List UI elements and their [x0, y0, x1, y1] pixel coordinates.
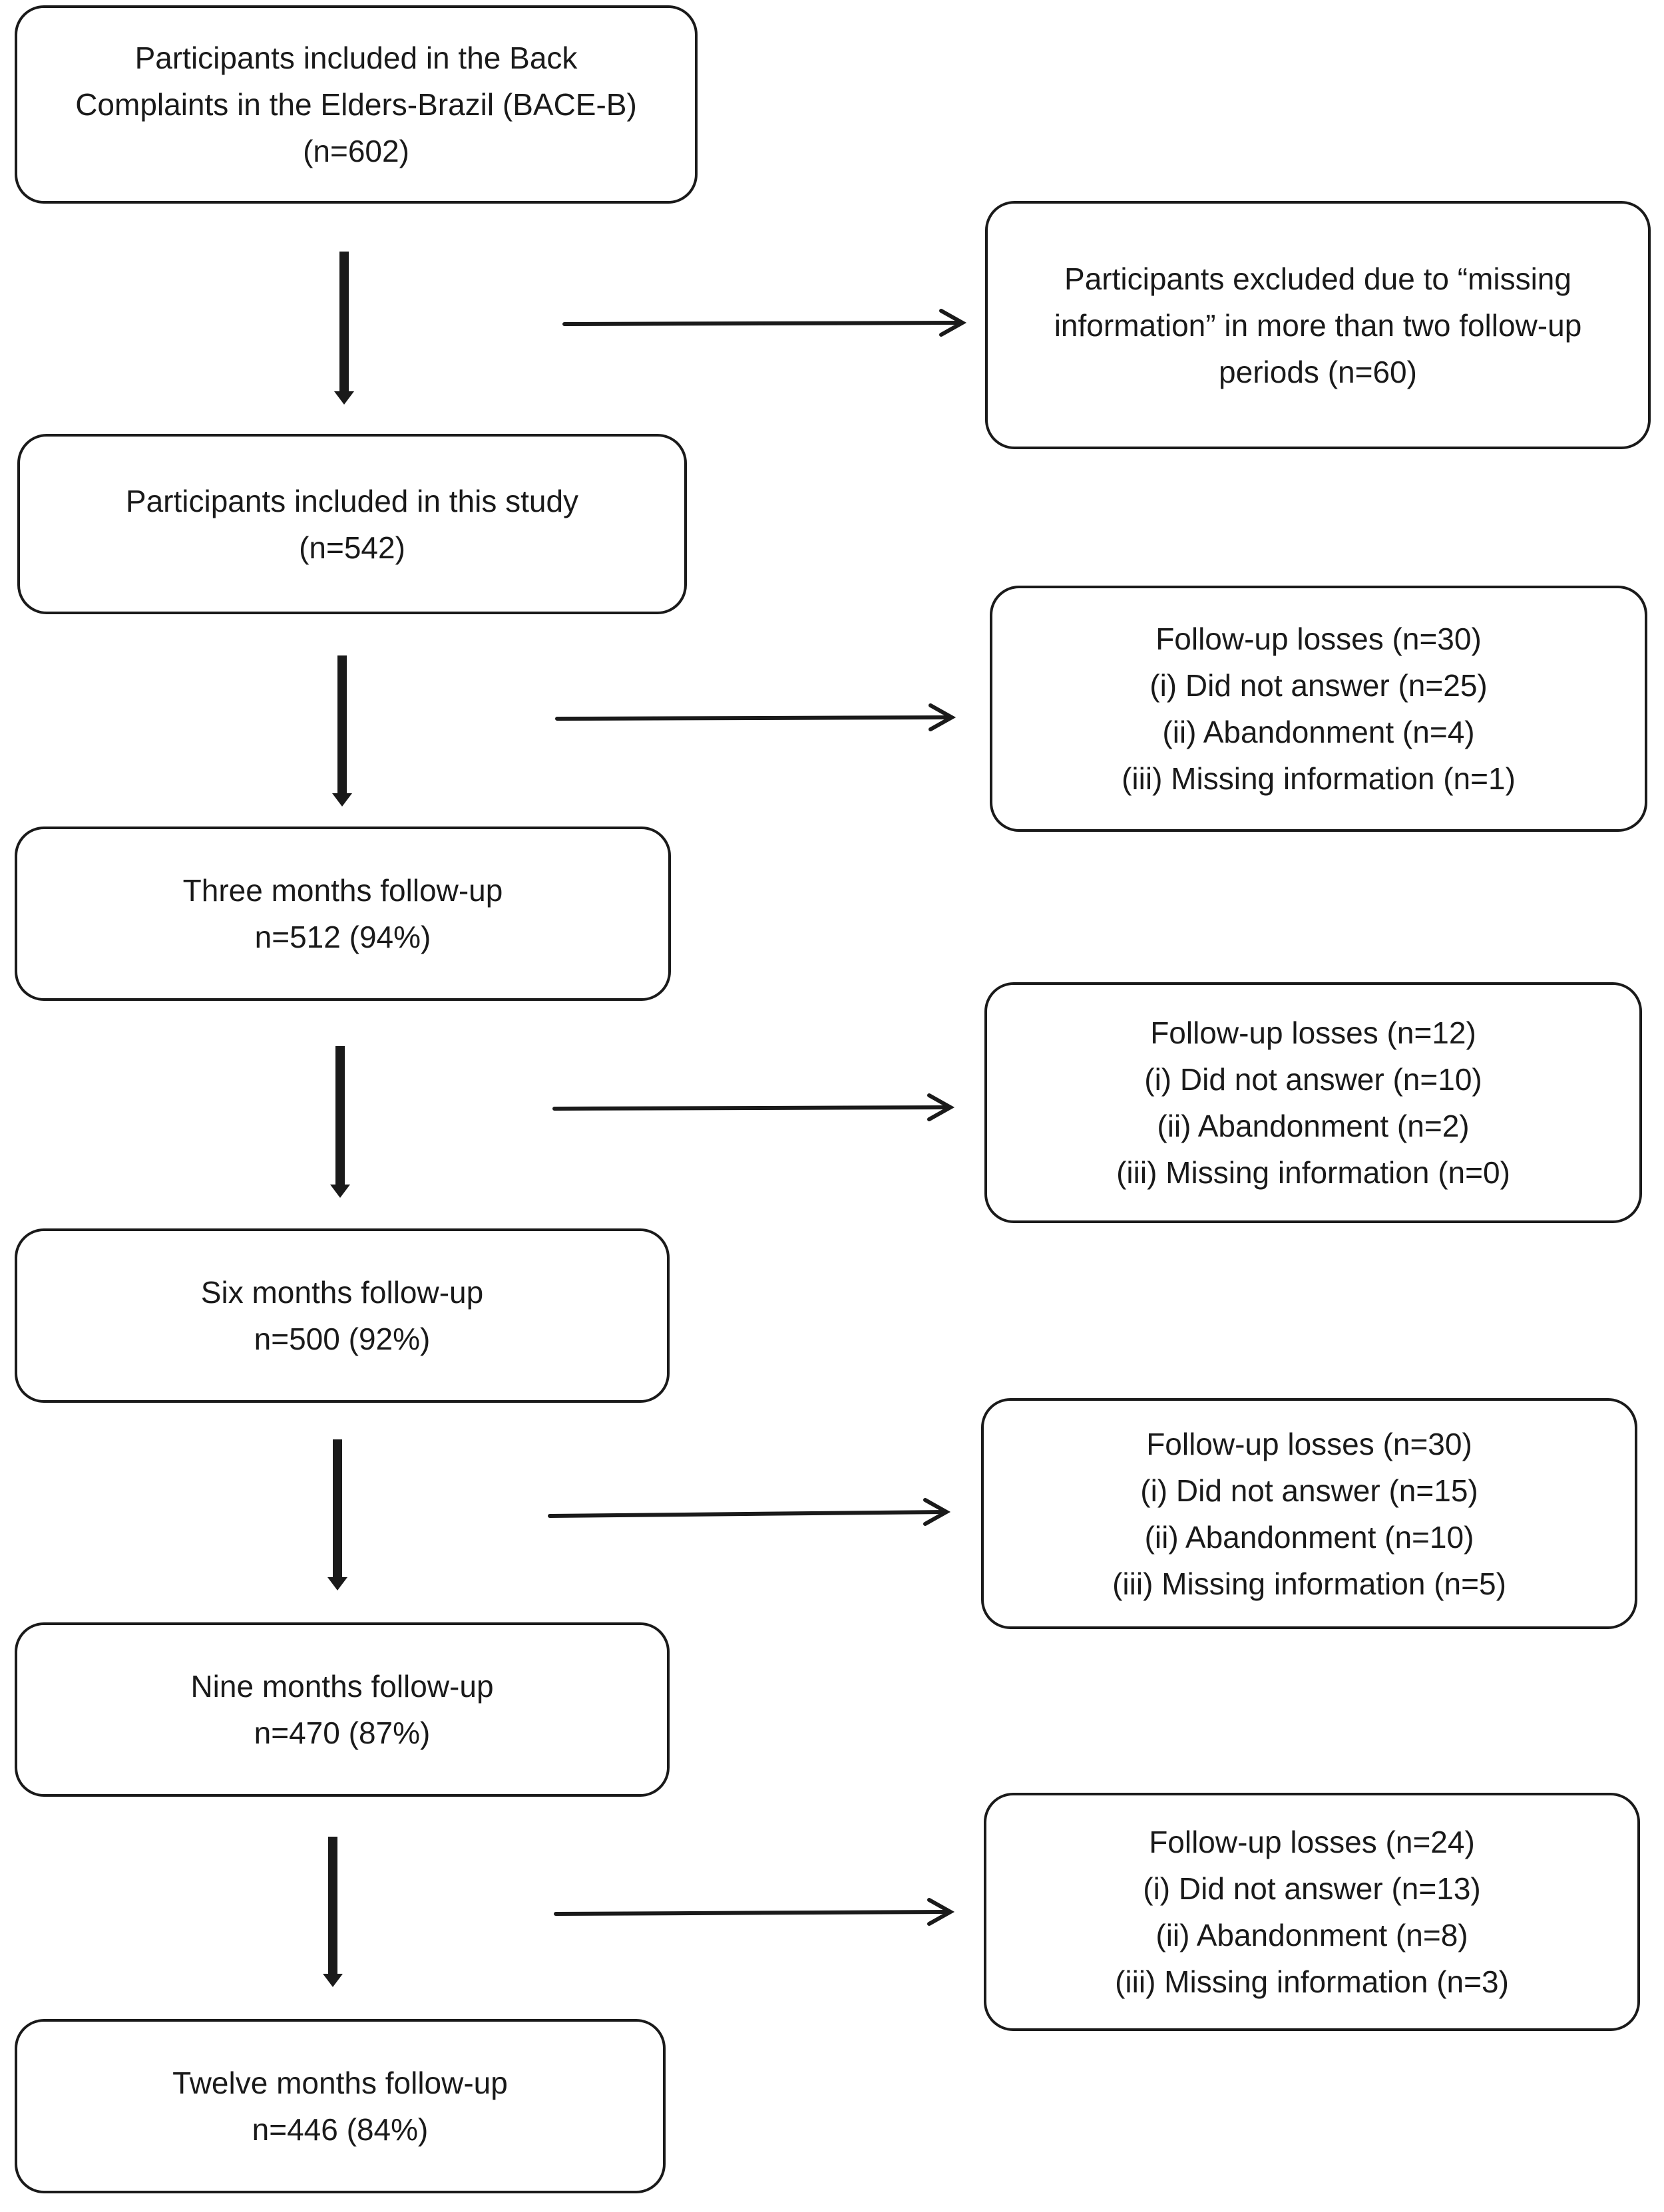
losses-12m-item-1: (i) Did not answer (n=13): [1143, 1871, 1481, 1906]
study-count: (n=542): [299, 530, 405, 565]
losses-6m-item-2: (ii) Abandonment (n=2): [1157, 1109, 1470, 1143]
twelve-months-title: Twelve months follow-up: [172, 2066, 508, 2100]
bace-count: (n=602): [303, 134, 409, 168]
losses-3m-box: Follow-up losses (n=30) (i) Did not answ…: [990, 586, 1647, 832]
excluded-line-2: information” in more than two follow-up: [1054, 307, 1582, 343]
horizontal-arrow-losses-12m: [554, 1898, 955, 1926]
losses-6m-item-3: (iii) Missing information (n=0): [1116, 1155, 1510, 1190]
excluded-participants-box: Participants excluded due to “missing in…: [985, 201, 1651, 449]
losses-12m-item-3: (iii) Missing information (n=3): [1115, 1964, 1509, 1999]
losses-9m-box: Follow-up losses (n=30) (i) Did not answ…: [981, 1398, 1637, 1629]
vertical-arrow-bace-to-study: [334, 252, 354, 405]
losses-12m-item-2: (ii) Abandonment (n=8): [1155, 1918, 1468, 1952]
horizontal-arrow-losses-3m: [555, 703, 956, 731]
horizontal-arrow-losses-9m: [548, 1498, 951, 1526]
losses-6m-title: Follow-up losses (n=12): [1150, 1015, 1476, 1050]
losses-3m-item-1: (i) Did not answer (n=25): [1149, 668, 1488, 703]
vertical-arrow-6m-to-9m: [327, 1439, 347, 1590]
losses-9m-item-2: (ii) Abandonment (n=10): [1144, 1519, 1474, 1555]
losses-9m-item-3: (iii) Missing information (n=5): [1112, 1566, 1506, 1601]
six-months-title: Six months follow-up: [200, 1275, 484, 1310]
six-months-box: Six months follow-up n=500 (92%): [15, 1228, 670, 1403]
six-months-count: n=500 (92%): [254, 1322, 431, 1356]
losses-9m-title: Follow-up losses (n=30): [1146, 1426, 1472, 1461]
losses-6m-item-1: (i) Did not answer (n=10): [1144, 1062, 1482, 1097]
study-line-1: Participants included in this study: [125, 483, 579, 518]
losses-3m-title: Follow-up losses (n=30): [1155, 622, 1482, 656]
horizontal-arrow-exclusion: [562, 309, 967, 337]
excluded-line-1: Participants excluded due to “missing: [1064, 261, 1571, 296]
vertical-arrow-9m-to-12m: [323, 1837, 343, 1987]
bace-participants-box: Participants included in the Back Compla…: [15, 5, 698, 204]
nine-months-title: Nine months follow-up: [190, 1669, 494, 1704]
vertical-arrow-study-to-3m: [332, 655, 352, 807]
losses-12m-box: Follow-up losses (n=24) (i) Did not answ…: [984, 1793, 1640, 2031]
nine-months-box: Nine months follow-up n=470 (87%): [15, 1622, 670, 1797]
losses-12m-title: Follow-up losses (n=24): [1149, 1825, 1475, 1859]
excluded-line-3: periods (n=60): [1219, 354, 1417, 389]
three-months-count: n=512 (94%): [254, 920, 431, 954]
losses-6m-box: Follow-up losses (n=12) (i) Did not answ…: [984, 982, 1642, 1223]
three-months-title: Three months follow-up: [182, 873, 503, 908]
three-months-box: Three months follow-up n=512 (94%): [15, 827, 671, 1001]
bace-line-2: Complaints in the Elders-Brazil (BACE-B): [75, 87, 637, 122]
losses-3m-item-2: (ii) Abandonment (n=4): [1162, 715, 1475, 749]
nine-months-count: n=470 (87%): [254, 1716, 431, 1750]
twelve-months-box: Twelve months follow-up n=446 (84%): [15, 2019, 666, 2193]
bace-line-1: Participants included in the Back: [134, 41, 578, 75]
losses-3m-item-3: (iii) Missing information (n=1): [1122, 761, 1516, 796]
study-participants-box: Participants included in this study (n=5…: [17, 434, 687, 614]
losses-9m-item-1: (i) Did not answer (n=15): [1140, 1473, 1478, 1508]
vertical-arrow-3m-to-6m: [330, 1046, 350, 1198]
horizontal-arrow-losses-6m: [552, 1093, 955, 1121]
twelve-months-count: n=446 (84%): [252, 2112, 429, 2147]
